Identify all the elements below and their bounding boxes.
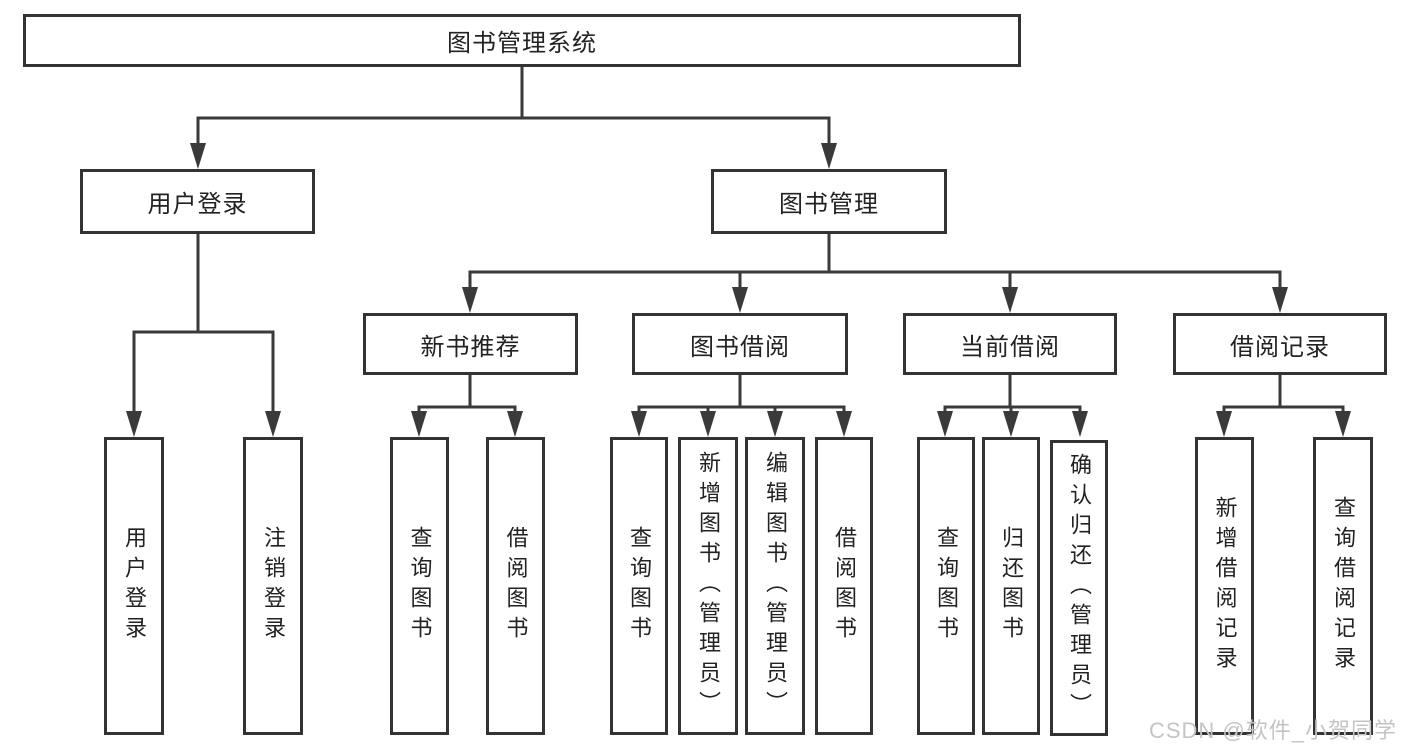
node-label: 用户登录 — [122, 526, 147, 646]
node-label: 查询借阅记录 — [1331, 496, 1356, 676]
node-bb-query-books: 查询图书 — [610, 437, 668, 735]
node-label: 查询图书 — [407, 526, 433, 646]
node-label: 编辑图书（管理员） — [763, 451, 788, 721]
node-label: 新书推荐 — [420, 333, 521, 361]
arrowhead-down-icon — [836, 411, 852, 437]
arrowhead-down-icon — [190, 143, 206, 169]
node-br-query-record: 查询借阅记录 — [1313, 437, 1373, 735]
arrowhead-down-icon — [767, 411, 783, 437]
node-bb-add-books-admin: 新增图书（管理员） — [678, 437, 738, 735]
arrowhead-down-icon — [265, 411, 281, 437]
node-label: 查询图书 — [934, 526, 959, 646]
node-label: 当前借阅 — [960, 333, 1060, 361]
arrowhead-down-icon — [1335, 411, 1351, 437]
arrowhead-down-icon — [1002, 287, 1018, 313]
node-logout: 注销登录 — [243, 437, 303, 735]
node-new-book-recommend: 新书推荐 — [363, 313, 578, 375]
node-label: 新增借阅记录 — [1212, 496, 1238, 676]
arrowhead-down-icon — [732, 287, 748, 313]
node-user-login: 用户登录 — [80, 169, 315, 234]
node-label: 用户登录 — [147, 191, 248, 218]
node-label: 图书管理 — [779, 191, 879, 218]
node-label: 注销登录 — [261, 526, 286, 646]
node-label: 确认归还（管理员） — [1067, 453, 1092, 723]
node-nb-query-books: 查询图书 — [390, 437, 449, 735]
arrowhead-down-icon — [937, 411, 953, 437]
arrowhead-down-icon — [821, 143, 837, 169]
node-library-system: 图书管理系统 — [23, 14, 1021, 67]
arrowhead-down-icon — [126, 411, 142, 437]
node-bb-borrow-books: 借阅图书 — [815, 437, 873, 735]
node-br-add-record: 新增借阅记录 — [1195, 437, 1254, 735]
node-bb-edit-books-admin: 编辑图书（管理员） — [745, 437, 805, 735]
node-cb-return-books: 归还图书 — [982, 437, 1040, 735]
node-book-management: 图书管理 — [711, 169, 947, 234]
arrowhead-down-icon — [631, 411, 647, 437]
arrowhead-down-icon — [1216, 411, 1232, 437]
node-label: 借阅记录 — [1230, 333, 1330, 361]
node-nb-borrow-books: 借阅图书 — [486, 437, 545, 735]
node-label: 图书管理系统 — [447, 30, 597, 57]
arrowhead-down-icon — [411, 411, 427, 437]
node-cb-query-books: 查询图书 — [917, 437, 975, 735]
arrowhead-down-icon — [507, 411, 523, 437]
node-book-borrowing: 图书借阅 — [632, 313, 848, 375]
csdn-watermark: CSDN @软件_小贺同学 — [1148, 718, 1397, 743]
node-label: 图书借阅 — [690, 333, 790, 361]
node-label: 新增图书（管理员） — [696, 451, 721, 721]
node-user-login-leaf: 用户登录 — [104, 437, 164, 735]
arrowhead-down-icon — [1272, 287, 1288, 313]
node-label: 归还图书 — [999, 526, 1024, 646]
arrowhead-down-icon — [700, 411, 716, 437]
node-label: 借阅图书 — [503, 526, 529, 646]
node-label: 借阅图书 — [832, 526, 857, 646]
arrowhead-down-icon — [462, 287, 478, 313]
node-borrow-records: 借阅记录 — [1173, 313, 1387, 375]
node-cb-confirm-return-admin: 确认归还（管理员） — [1050, 440, 1108, 736]
node-label: 查询图书 — [627, 526, 652, 646]
arrowhead-down-icon — [1072, 411, 1088, 437]
node-current-borrowing: 当前借阅 — [903, 313, 1117, 375]
arrowhead-down-icon — [1003, 411, 1019, 437]
